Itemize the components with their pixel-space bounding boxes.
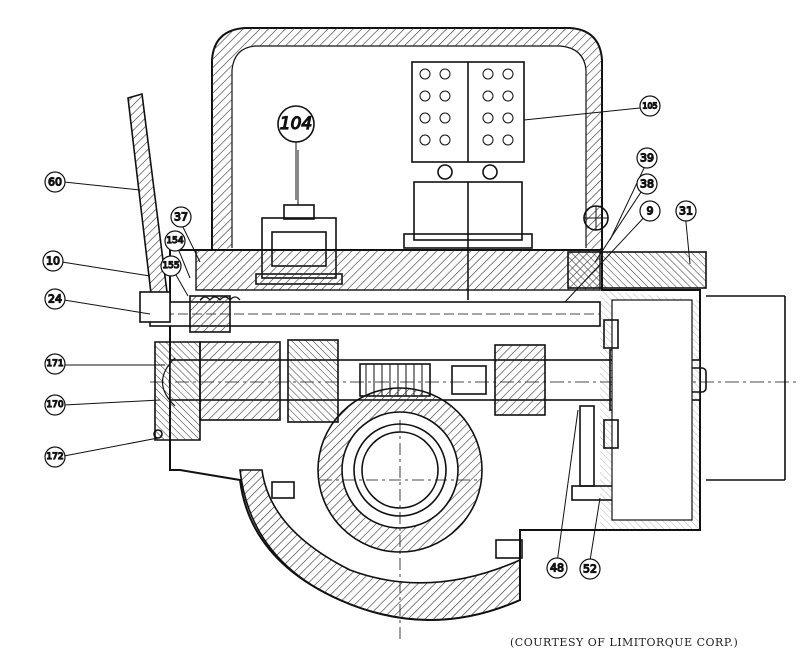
declutch-lever (127, 92, 171, 323)
svg-text:105: 105 (642, 102, 657, 111)
callout-10: 10 (42, 250, 64, 272)
callout-9: 9 (639, 200, 661, 222)
svg-text:38: 38 (640, 178, 654, 191)
callout-37: 37 (170, 206, 192, 228)
callout-39: 39 (636, 147, 658, 169)
callout-170: 170 (44, 394, 66, 416)
svg-text:37: 37 (174, 211, 188, 224)
svg-text:60: 60 (48, 176, 62, 189)
callout-48: 48 (546, 557, 568, 579)
svg-text:9: 9 (647, 205, 654, 218)
callout-52: 52 (579, 558, 601, 580)
svg-text:104: 104 (280, 114, 312, 134)
svg-text:170: 170 (46, 400, 63, 410)
callout-31: 31 (675, 200, 697, 222)
limit-switch-gear-compartment (600, 290, 700, 530)
svg-text:172: 172 (46, 452, 63, 462)
callout-105: 105 (639, 95, 661, 117)
callout-172: 172 (44, 446, 66, 468)
svg-text:31: 31 (679, 205, 693, 218)
output-tube (567, 251, 786, 481)
upper-shaft (149, 295, 601, 333)
callout-24: 24 (44, 288, 66, 310)
callout-balloons: 104 105 39 38 31 9 60 37 (42, 95, 697, 580)
terminal-block (403, 61, 533, 300)
callout-155: 155 (160, 255, 182, 277)
svg-text:171: 171 (46, 359, 63, 369)
callout-60: 60 (44, 171, 66, 193)
svg-text:52: 52 (583, 563, 597, 576)
worm-shaft (150, 339, 800, 423)
callout-154: 154 (164, 230, 186, 252)
switch-compartment-cover (211, 27, 603, 250)
svg-text:24: 24 (48, 293, 62, 306)
svg-text:10: 10 (46, 255, 60, 268)
callout-171: 171 (44, 353, 66, 375)
callout-38: 38 (636, 173, 658, 195)
svg-text:39: 39 (640, 152, 654, 165)
worm-gear (317, 387, 483, 640)
svg-text:48: 48 (550, 562, 564, 575)
courtesy-credit: (COURTESY OF LIMITORQUE CORP.) (510, 636, 739, 649)
callout-104: 104 (277, 105, 315, 143)
svg-text:155: 155 (162, 261, 179, 271)
end-cap (153, 341, 201, 441)
svg-text:154: 154 (166, 236, 183, 246)
